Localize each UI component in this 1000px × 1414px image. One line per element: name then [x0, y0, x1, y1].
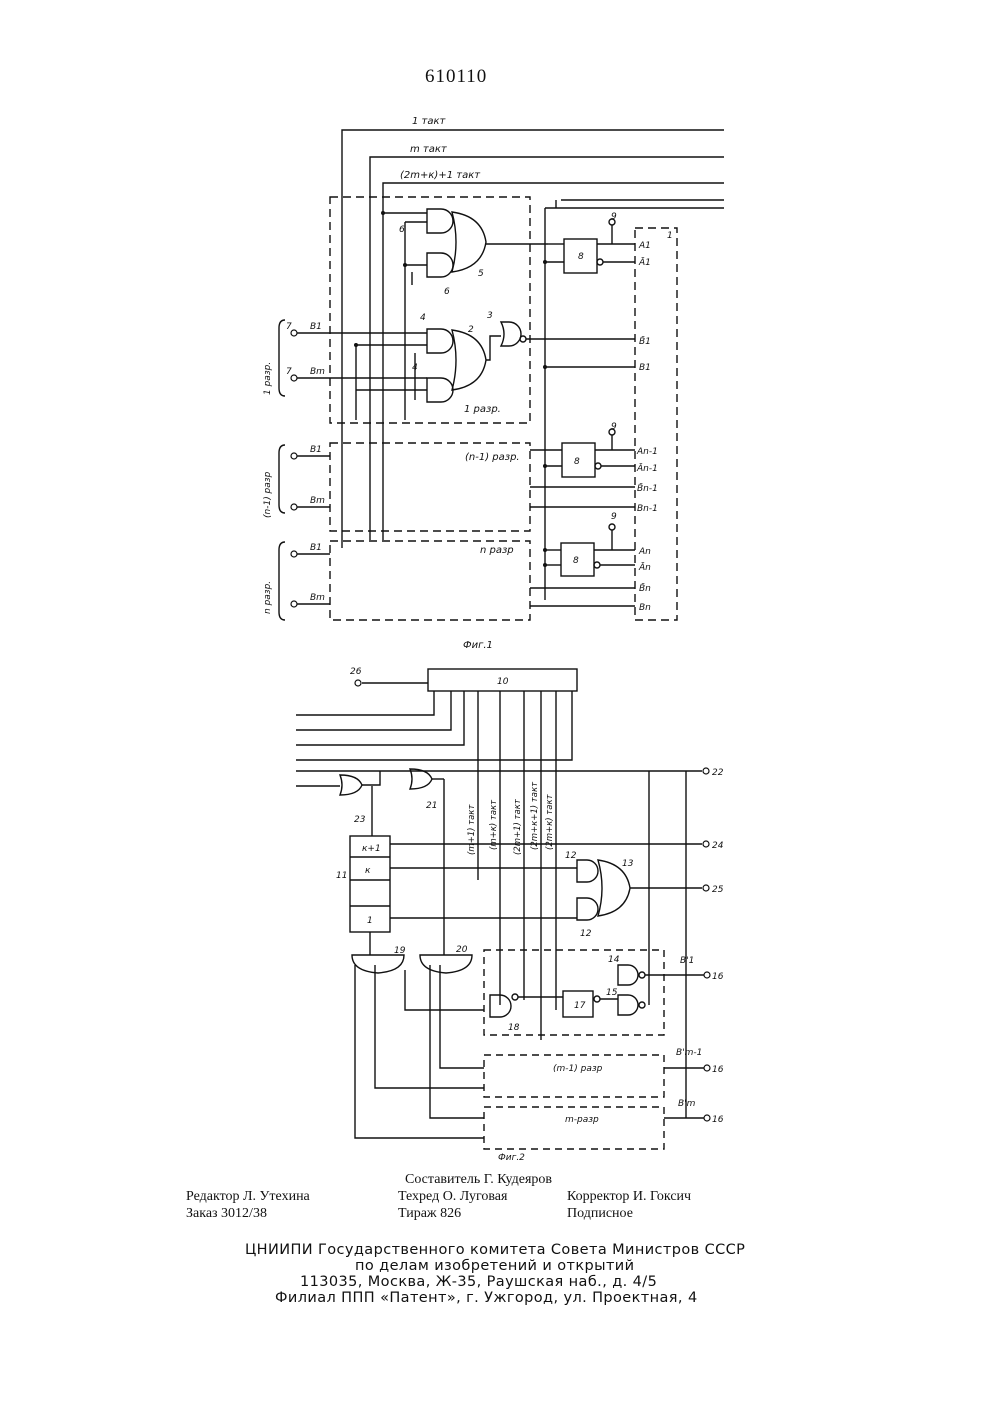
in-B1-a: B1 [310, 322, 322, 332]
compiler-line: Составитель Г. Кудеяров [405, 1172, 552, 1188]
org-line-1: ЦНИИПИ Государственного комитета Совета … [245, 1242, 745, 1258]
num-4b: 4 [412, 363, 418, 373]
bus-label-1: 1 такт [412, 116, 447, 127]
techred-line: Техред О. Луговая [398, 1189, 507, 1205]
out-Bn1bar: B̄n-1 [637, 482, 658, 494]
num-8a: 8 [578, 252, 584, 262]
num-7a: 7 [286, 322, 292, 332]
editor-line: Редактор Л. Утехина [186, 1189, 310, 1205]
num-9b: 9 [611, 422, 617, 432]
bus-label-2mk: (2m+к)+1 такт [400, 170, 481, 181]
block-label-1: 1 разр. [464, 404, 501, 415]
in-Bm-b: Bm [310, 496, 325, 506]
out-A1bar: Ā1 [638, 257, 651, 268]
in-B1-b: B1 [310, 445, 322, 455]
num-4a: 4 [420, 313, 426, 323]
org-line-4: Филиал ППП «Патент», г. Ужгород, ул. Про… [275, 1290, 698, 1306]
num-8b: 8 [574, 457, 580, 467]
num-1: 1 [667, 231, 673, 241]
out-B1bar: B̄1 [639, 335, 651, 347]
num-6b: 6 [399, 225, 405, 235]
corrector-line: Корректор И. Гоксич [567, 1189, 691, 1205]
org-line-3: 113035, Москва, Ж-35, Раушская наб., д. … [300, 1274, 657, 1290]
bus-label-m: m такт [410, 144, 448, 155]
num-5: 5 [478, 269, 484, 279]
out-Bn1: Bn-1 [637, 504, 658, 514]
out-A1: A1 [638, 241, 651, 251]
order-line: Заказ 3012/38 [186, 1206, 267, 1222]
subscription-line: Подписное [567, 1206, 633, 1222]
circulation-line: Тираж 826 [398, 1206, 461, 1222]
in-B1-c: B1 [310, 543, 322, 553]
block-label-n: n разр [480, 545, 514, 556]
out-B1: B1 [639, 363, 651, 373]
out-An: An [638, 547, 651, 557]
num-6: 6 [444, 287, 450, 297]
out-Anbar: Ān [638, 562, 651, 573]
out-An1bar: Ān-1 [636, 463, 658, 474]
in-Bm-a: Bm [310, 367, 325, 377]
group-label-n1: (n-1) разр [263, 471, 273, 518]
num-2: 2 [468, 325, 474, 335]
out-Bn: Bn [639, 603, 651, 613]
num-3: 3 [487, 311, 493, 321]
num-9a: 9 [611, 212, 617, 222]
fig1-caption: Фиг.1 [463, 640, 493, 651]
block-label-n1: (n-1) разр. [465, 452, 520, 463]
group-label-n: n разр. [263, 581, 273, 614]
group-label-1: 1 разр. [263, 362, 273, 395]
num-8c: 8 [573, 556, 579, 566]
org-line-2: по делам изобретений и открытий [355, 1258, 634, 1274]
num-9c: 9 [611, 512, 617, 522]
out-An1: An-1 [636, 447, 658, 457]
in-Bm-c: Bm [310, 593, 325, 603]
num-7b: 7 [286, 367, 292, 377]
out-Bnbar: B̄n [639, 582, 651, 594]
